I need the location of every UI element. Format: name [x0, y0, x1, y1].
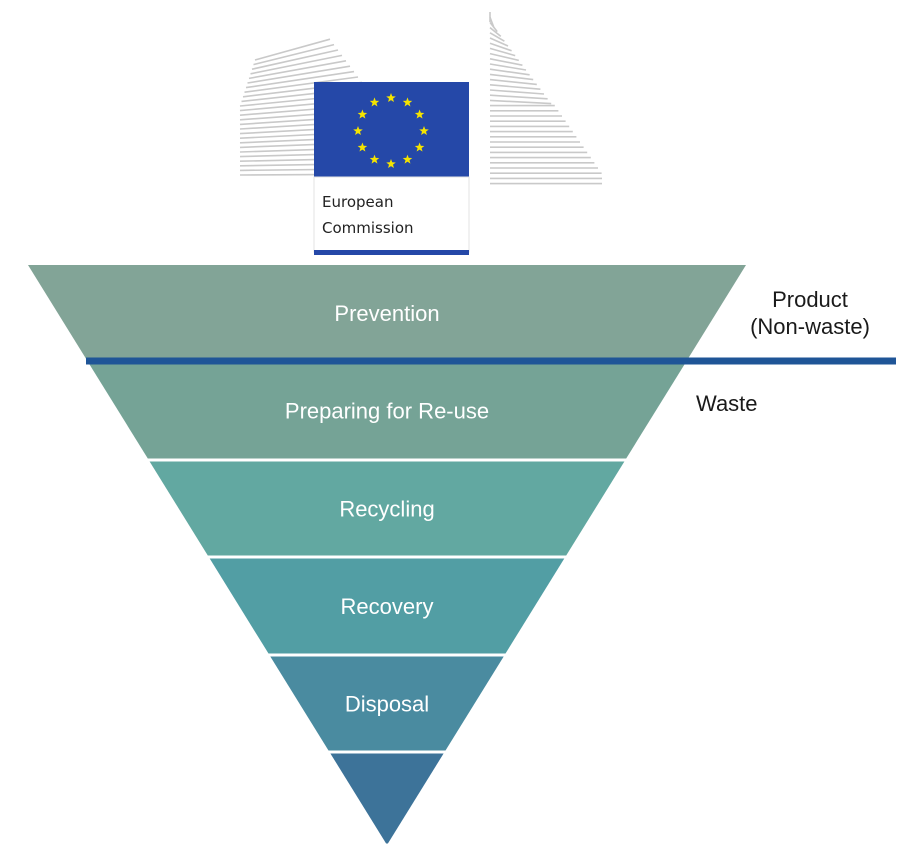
building-stripe [251, 49, 339, 70]
building-stripe [489, 68, 530, 76]
building-stripe [489, 58, 523, 66]
tier-0 [28, 265, 746, 360]
building-stripe [489, 52, 519, 62]
eu-star-icon [386, 159, 396, 169]
building-stripe [489, 32, 505, 42]
tier-label-4: Disposal [345, 692, 429, 717]
tier-1 [88, 362, 686, 459]
building-stripe [489, 84, 541, 90]
eu-star-icon [357, 142, 368, 152]
eu-star-icon [414, 142, 425, 152]
building-stripe [489, 26, 502, 38]
building-right-wing [489, 12, 602, 185]
tier-label-3: Recovery [341, 594, 434, 619]
building-stripe [489, 21, 498, 33]
logo-text-panel [313, 176, 470, 253]
tier-5 [330, 753, 444, 844]
tier-4 [270, 656, 504, 751]
building-stripe [244, 76, 359, 93]
tier-label-1: Preparing for Re-use [285, 399, 489, 424]
tier-label-2: Recycling [339, 497, 434, 522]
building-stripe [254, 38, 331, 61]
eu-stars-circle [353, 93, 429, 169]
eu-star-icon [414, 109, 425, 119]
building-stripe [253, 43, 335, 66]
product-label: Product (Non-waste) [728, 286, 892, 340]
tier-3 [209, 558, 565, 654]
tier-label-0: Prevention [334, 301, 439, 326]
building-stripe [489, 42, 512, 52]
building-stripe [489, 37, 509, 47]
building-stripe [245, 70, 355, 89]
building-stripe [489, 89, 545, 95]
eu-star-icon [402, 97, 413, 107]
tier-2 [149, 461, 625, 556]
logo-line-european: European [322, 193, 393, 211]
logo-bottom-bar [314, 250, 469, 255]
building-stripe [489, 47, 516, 57]
eu-star-icon [369, 154, 380, 164]
eu-star-icon [369, 97, 380, 107]
building-stripe [489, 94, 548, 100]
product-label-line1: Product [772, 287, 848, 312]
building-stripe [489, 73, 534, 81]
eu-star-icon [357, 109, 368, 119]
european-commission-logo: European Commission [239, 12, 602, 255]
building-stripe [489, 99, 552, 105]
waste-label: Waste [696, 391, 758, 416]
eu-star-icon [386, 93, 396, 103]
building-stripe [489, 63, 527, 71]
building-stripe [247, 65, 351, 84]
building-stripe [248, 60, 347, 80]
logo-line-commission: Commission [322, 219, 414, 237]
product-label-line2: (Non-waste) [750, 314, 870, 339]
building-stripe [489, 78, 537, 86]
building-stripe [250, 54, 343, 75]
eu-star-icon [419, 126, 429, 136]
eu-star-icon [353, 126, 363, 136]
eu-star-icon [402, 154, 413, 164]
